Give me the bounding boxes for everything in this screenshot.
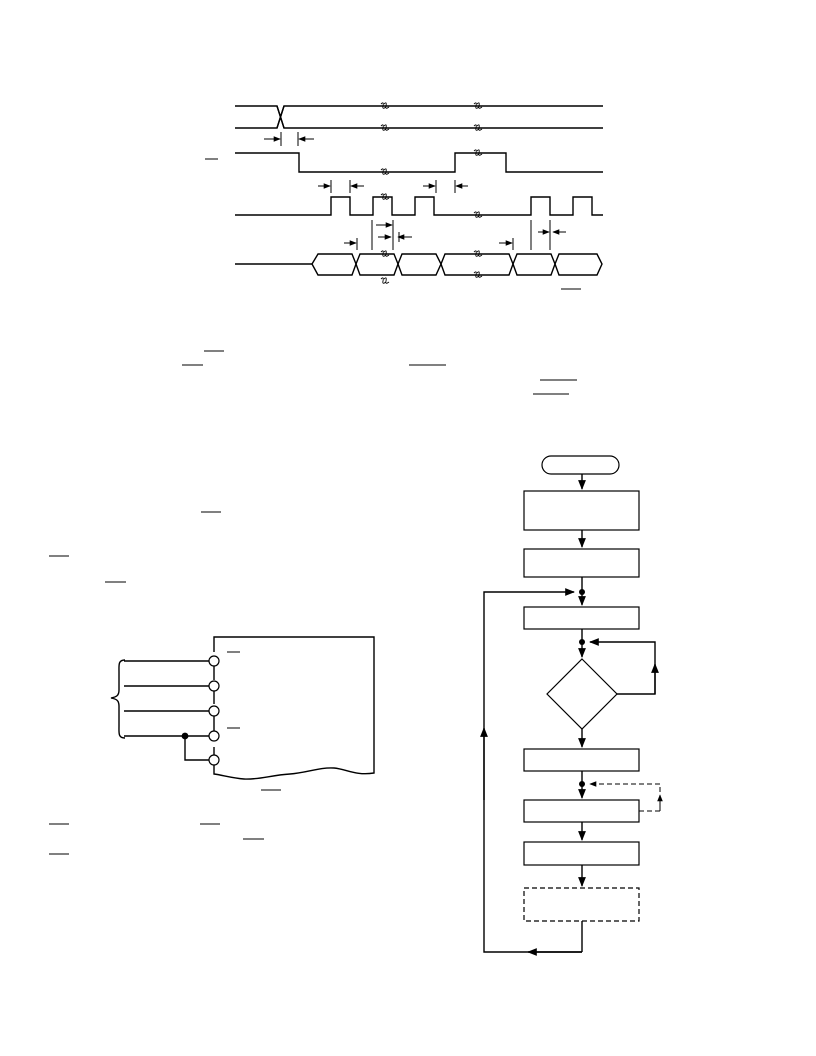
flowchart	[480, 455, 663, 956]
timing-signal-clock	[235, 196, 603, 216]
chip-outline	[213, 636, 375, 780]
flow-box-optional	[523, 887, 640, 922]
pin-connection-diagram	[110, 636, 375, 780]
flow-junction-dot	[579, 639, 585, 645]
timing-signal-chip-select	[235, 152, 603, 173]
timing-break-marks	[380, 102, 483, 284]
pin-4	[208, 730, 220, 742]
flow-box-3	[523, 606, 640, 630]
pin-5	[208, 754, 220, 766]
timing-diagram	[205, 102, 603, 290]
timing-signal-address-bus	[235, 105, 603, 129]
flow-decision	[546, 658, 618, 730]
junction-dot	[181, 732, 189, 740]
flow-box-2	[523, 548, 640, 578]
pin-2	[208, 680, 220, 692]
timing-signal-data-bus	[235, 253, 603, 276]
pin-3	[208, 705, 220, 717]
pin-group-bracket	[110, 659, 126, 739]
flow-box-1	[523, 490, 640, 531]
flow-box-5	[523, 799, 640, 823]
flow-box-6	[523, 841, 640, 866]
text-overbar-marks	[49, 350, 577, 855]
pin-1	[208, 655, 220, 667]
flow-box-4	[523, 748, 640, 772]
flow-start-terminator	[541, 455, 620, 475]
timing-interval-arrows-1	[264, 132, 314, 146]
flow-junction-dot	[579, 589, 585, 595]
timing-interval-arrows-3	[344, 220, 566, 250]
timing-interval-arrows-2	[318, 180, 468, 193]
flow-junction-dot	[579, 781, 585, 787]
